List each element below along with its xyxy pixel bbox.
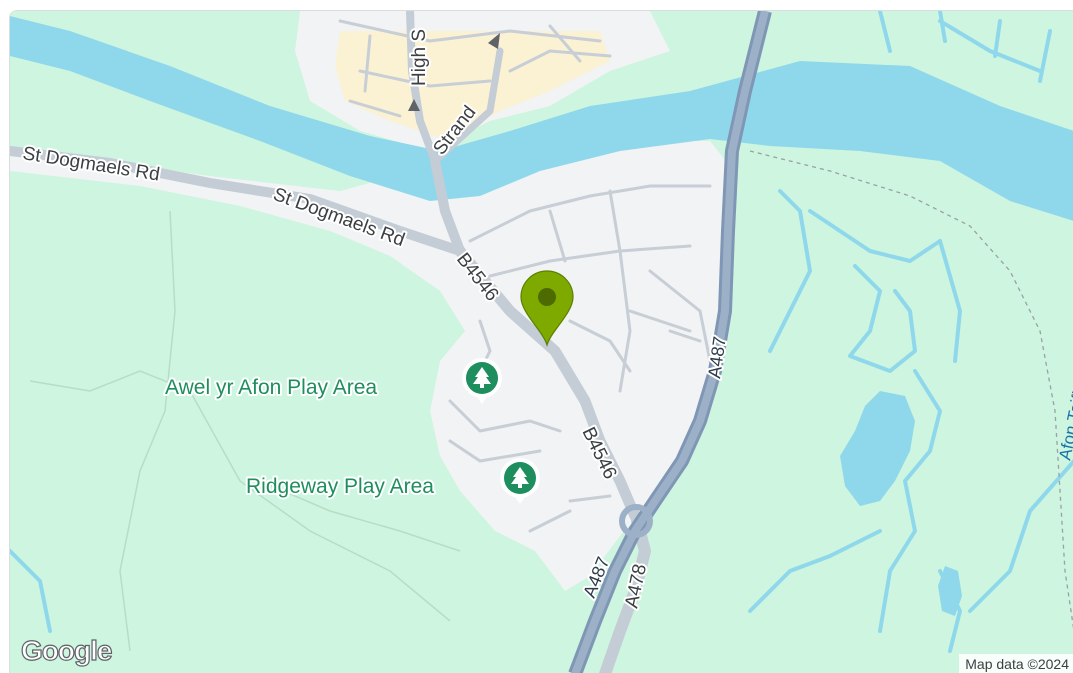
road-label-high-st: High S [409,29,430,86]
footpaths [29,210,461,652]
b4546-road[interactable] [454,245,641,522]
strand-road[interactable] [430,156,465,256]
boundary-line [749,150,1073,629]
poi-awel-yr-afon[interactable]: Awel yr Afon Play Area [163,358,502,404]
map-canvas[interactable]: St Dogmaels Rd St Dogmaels Rd Strand Hig… [10,11,1073,673]
google-logo: Google [20,634,113,666]
town-centre-area [335,31,610,141]
lake [840,391,915,506]
creeks [10,11,1073,653]
map-pin-icon[interactable] [520,270,574,348]
a478-road[interactable] [599,515,651,673]
map-attribution[interactable]: Map data ©2024 [959,654,1073,673]
poi-label: Ridgeway Play Area [246,475,434,498]
map-view[interactable]: St Dogmaels Rd St Dogmaels Rd Strand Hig… [9,10,1073,673]
minor-streets [338,19,712,533]
st-dogmaels-road[interactable] [10,146,465,256]
one-way-arrow-icon [408,33,500,111]
tree-icon [462,358,502,404]
river [10,16,1073,221]
poi-label: Awel yr Afon Play Area [165,376,377,399]
road-label-a487-upper: A487 [704,335,730,379]
strand-north[interactable] [431,47,504,165]
a487-highway-inner [571,11,769,673]
pond [938,566,962,616]
roundabout[interactable] [619,504,653,538]
high-street[interactable] [406,11,439,165]
poi-ridgeway[interactable]: Ridgeway Play Area [244,458,540,504]
urban-area [10,141,726,591]
tree-icon [500,458,540,504]
